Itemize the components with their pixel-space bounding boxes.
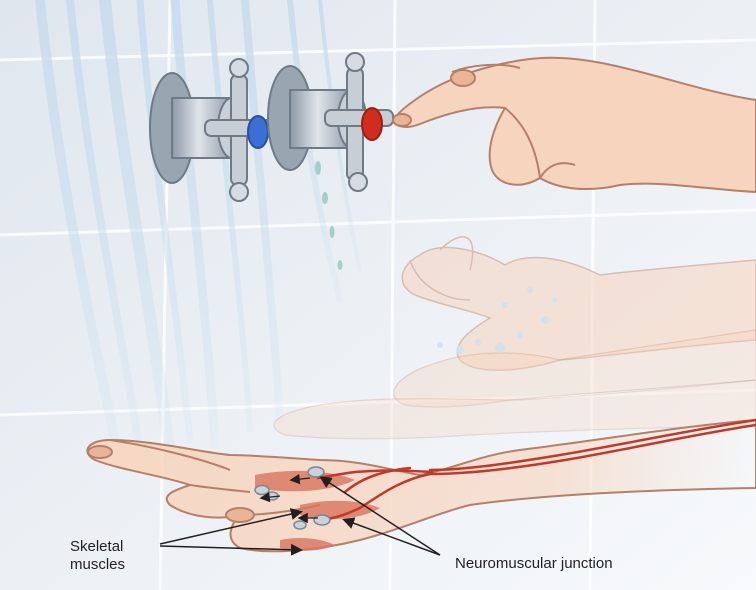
skeletal-muscles-label: Skeletal muscles [70,538,160,574]
hot-knob [362,108,382,140]
neuromuscular-junction-label: Neuromuscular junction [455,555,613,573]
skeletal-muscles-label-line2: muscles [70,556,160,574]
skeletal-muscles-label-line1: Skeletal [70,538,160,556]
cold-knob [248,116,268,148]
